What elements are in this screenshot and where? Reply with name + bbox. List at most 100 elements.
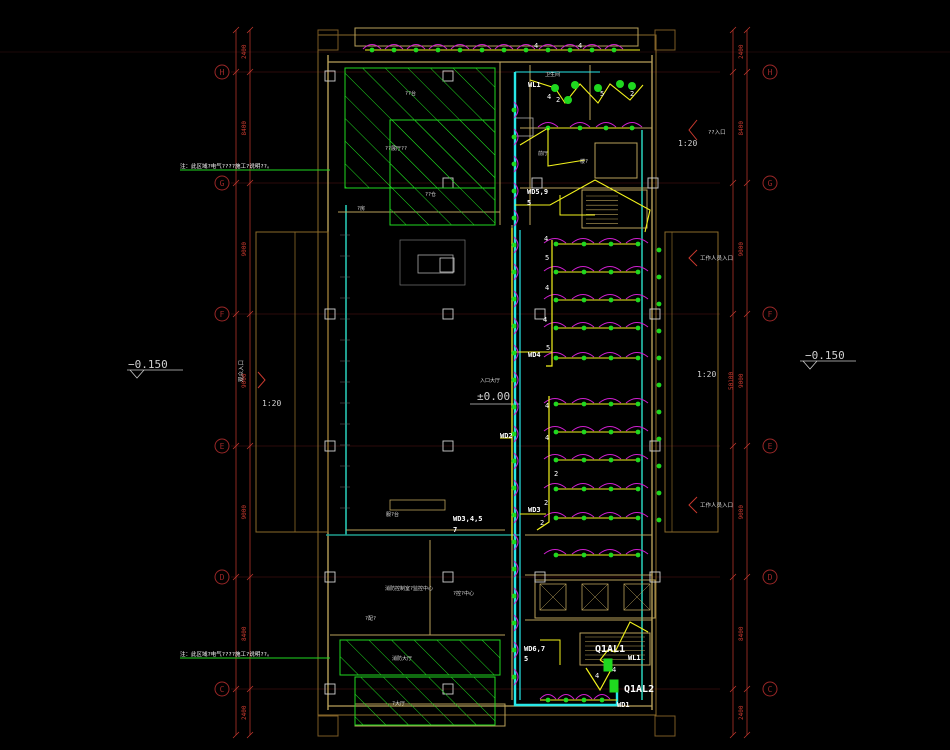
luminaire-arc [625, 512, 649, 518]
luminaire-arc [598, 454, 622, 460]
luminaire-arc [513, 182, 519, 200]
luminaire-node [581, 486, 587, 492]
table [439, 257, 455, 273]
luminaire-node [581, 241, 587, 247]
luminaire-node [511, 161, 517, 167]
circuit-label: 4 [544, 235, 548, 243]
luminaire-node [511, 188, 517, 194]
luminaire-arc [557, 694, 575, 700]
slope-right-top: 1:20 [678, 139, 697, 148]
luminaire-node [608, 325, 614, 331]
luminaire-node [553, 429, 559, 435]
dimension-text: 9000 [241, 505, 248, 520]
circuit-label: Q1AL1 [595, 644, 625, 655]
luminaire-node [635, 355, 641, 361]
dimension-tick [232, 26, 240, 34]
circuit-label: 4 [543, 316, 547, 324]
elevator-bank [534, 579, 656, 619]
luminaire-arc [513, 263, 519, 281]
dimension-tick [246, 179, 254, 187]
luminaire-arc [571, 238, 595, 244]
room-label: 消防大厅 [392, 655, 412, 662]
luminaire-arc [472, 44, 492, 50]
luminaire-arc [543, 426, 567, 432]
luminaire-arc [543, 398, 567, 404]
luminaire-arc [571, 549, 595, 555]
luminaire-node [553, 401, 559, 407]
column [442, 440, 454, 452]
luminaire-node [635, 325, 641, 331]
luminaire-node [391, 47, 397, 53]
luminaire-node [563, 697, 569, 703]
fixture-node [564, 96, 572, 104]
dimension-tick [246, 26, 254, 34]
luminaire-arc [543, 294, 567, 300]
lighting-circuit [519, 127, 635, 146]
luminaire-arc [513, 587, 519, 605]
luminaire-node [656, 274, 662, 280]
dimension-text: 9000 [738, 505, 745, 520]
room-label: ?控?中心 [453, 590, 474, 597]
axis-bubble-label: E [768, 442, 773, 451]
axis-bubble [762, 64, 778, 80]
entrance-arrow [688, 496, 698, 514]
lighting-feeder [546, 240, 553, 367]
dimension-tick [729, 179, 737, 187]
luminaire-node [511, 323, 517, 329]
room-label: 服?台 [386, 511, 399, 518]
dimension-tick [232, 310, 240, 318]
luminaire-arc [513, 614, 519, 632]
dimension-tick [246, 442, 254, 450]
luminaire-node [553, 457, 559, 463]
luminaire-node [553, 486, 559, 492]
axis-bubble [762, 175, 778, 191]
luminaire-node [553, 355, 559, 361]
dimension-text: 9000 [738, 373, 745, 388]
luminaire-arc [513, 236, 519, 254]
dimension-tick [729, 442, 737, 450]
room-label: ?房 [357, 205, 365, 212]
luminaire-node [511, 134, 517, 140]
luminaire-arc [593, 694, 611, 700]
corner-column [654, 29, 676, 51]
dimension-tick [729, 26, 737, 34]
dimension-tick [743, 179, 751, 187]
luminaire-arc [543, 512, 567, 518]
luminaire-arc [539, 694, 557, 700]
luminaire-node [581, 429, 587, 435]
luminaire-arc [516, 44, 536, 50]
circuit-label: 4 [578, 42, 582, 50]
luminaire-node [608, 401, 614, 407]
lighting-circuit [559, 195, 595, 216]
luminaire-node [608, 241, 614, 247]
luminaire-node [511, 404, 517, 410]
axis-bubble [762, 569, 778, 585]
luminaire-arc [625, 549, 649, 555]
level-label-right: −0.150 [805, 349, 845, 362]
luminaire-node [457, 47, 463, 53]
luminaire-node [511, 296, 517, 302]
luminaire-arc [538, 44, 558, 50]
dimension-tick [232, 731, 240, 739]
luminaire-node [479, 47, 485, 53]
dimension-text: 2400 [738, 705, 745, 720]
room-label: 楼? [580, 158, 588, 165]
circuit-label: 5 [524, 655, 528, 663]
stair-core [579, 632, 651, 666]
note-top: 注：此区域?电气????施工?说明??。 [180, 162, 273, 170]
lighting-circuit [515, 179, 651, 233]
luminaire-arc [571, 294, 595, 300]
luminaire-arc [428, 44, 448, 50]
overall-dimension: 50100 [728, 372, 735, 390]
luminaire-node [656, 301, 662, 307]
dimension-text: 8400 [738, 626, 745, 641]
corner-column [317, 715, 339, 737]
luminaire-node [635, 429, 641, 435]
level-symbol [802, 360, 818, 370]
luminaire-node [608, 457, 614, 463]
fixture-node [628, 82, 636, 90]
lighting-feeder [536, 396, 550, 531]
circuit-label: 2 [554, 470, 558, 478]
axis-bubble [214, 175, 230, 191]
room-label: 消防控制室?监控中心 [385, 585, 433, 592]
